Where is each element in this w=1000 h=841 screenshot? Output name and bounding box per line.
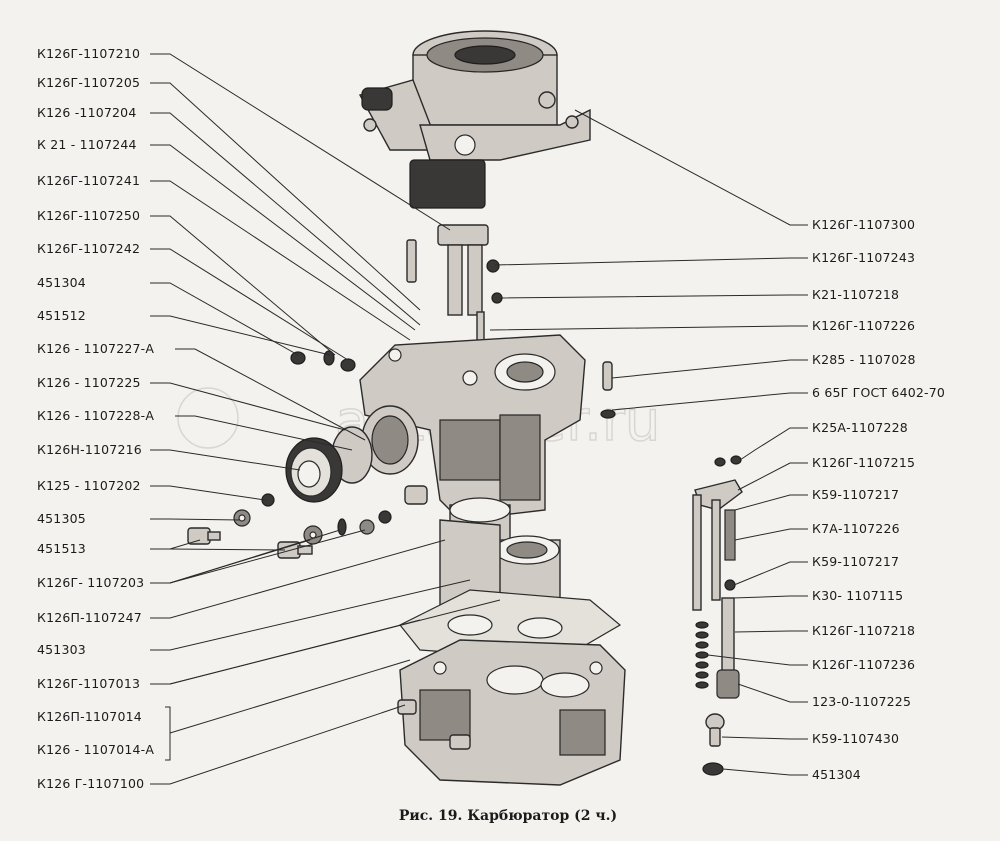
part-label: К126Г-1107242 [37,241,140,256]
part-label: К126 - 1107225 [37,375,141,390]
part-label: К126Г-1107218 [812,623,915,638]
figure-caption: Рис. 19. Карбюратор (2 ч.) [399,808,617,824]
part-label: 6 65Г ГОСТ 6402-70 [812,385,945,400]
part-label: К126 - 1107227-А [37,341,154,356]
part-label: К59-1107217 [812,554,899,569]
part-label: К 21 - 1107244 [37,137,137,152]
part-label: 451304 [37,275,86,290]
part-label: 451304 [812,767,861,782]
part-label: К126Г-1107226 [812,318,915,333]
part-label: К126Г- 1107203 [37,575,144,590]
part-label: 451305 [37,511,86,526]
carburetor-drawing [187,30,743,786]
top-cover-assembly [358,30,591,209]
part-label: К285 - 1107028 [812,352,916,367]
part-label: К21-1107218 [812,287,899,302]
part-label: 123-0-1107225 [812,694,911,709]
float-chamber-parts [290,224,616,419]
part-label: 451512 [37,308,86,323]
part-label: К126Г-1107236 [812,657,915,672]
left-labels: К126Г-1107210 К126Г-1107205 К126 -110720… [37,46,154,791]
accelerator-pump-parts [692,455,743,776]
part-label: 451513 [37,541,86,556]
part-label: 451303 [37,642,86,657]
part-label: К126Г-1107013 [37,676,140,691]
part-label: К126Г-1107205 [37,75,140,90]
economizer-cover [285,405,419,503]
return-spring [695,621,709,689]
part-label: К126Г-1107243 [812,250,915,265]
part-label: К126 Г-1107100 [37,776,144,791]
throttle-body [397,639,626,786]
part-label: К126Г-1107210 [37,46,140,61]
part-label: К59-1107217 [812,487,899,502]
right-labels: К126Г-1107300 К126Г-1107243 К21-1107218 … [812,217,945,782]
part-label: К126Г-1107250 [37,208,140,223]
part-label: К25А-1107228 [812,420,908,435]
left-hardware [187,485,428,559]
part-label: К126Г-1107241 [37,173,140,188]
part-label: К126 - 1107228-А [37,408,154,423]
part-label: К7А-1107226 [812,521,900,536]
part-label: К126Г-1107300 [812,217,915,232]
part-label: К125 - 1107202 [37,478,141,493]
part-label: К126Г-1107215 [812,455,915,470]
part-label: К126П-1107247 [37,610,142,625]
part-label: К126Н-1107216 [37,442,142,457]
part-label: К59-1107430 [812,731,899,746]
part-label: К126 -1107204 [37,105,137,120]
leader-lines [150,53,808,785]
part-label: К126 - 1107014-А [37,742,154,757]
part-label: К126П-1107014 [37,709,142,724]
part-label: К30- 1107115 [812,588,903,603]
